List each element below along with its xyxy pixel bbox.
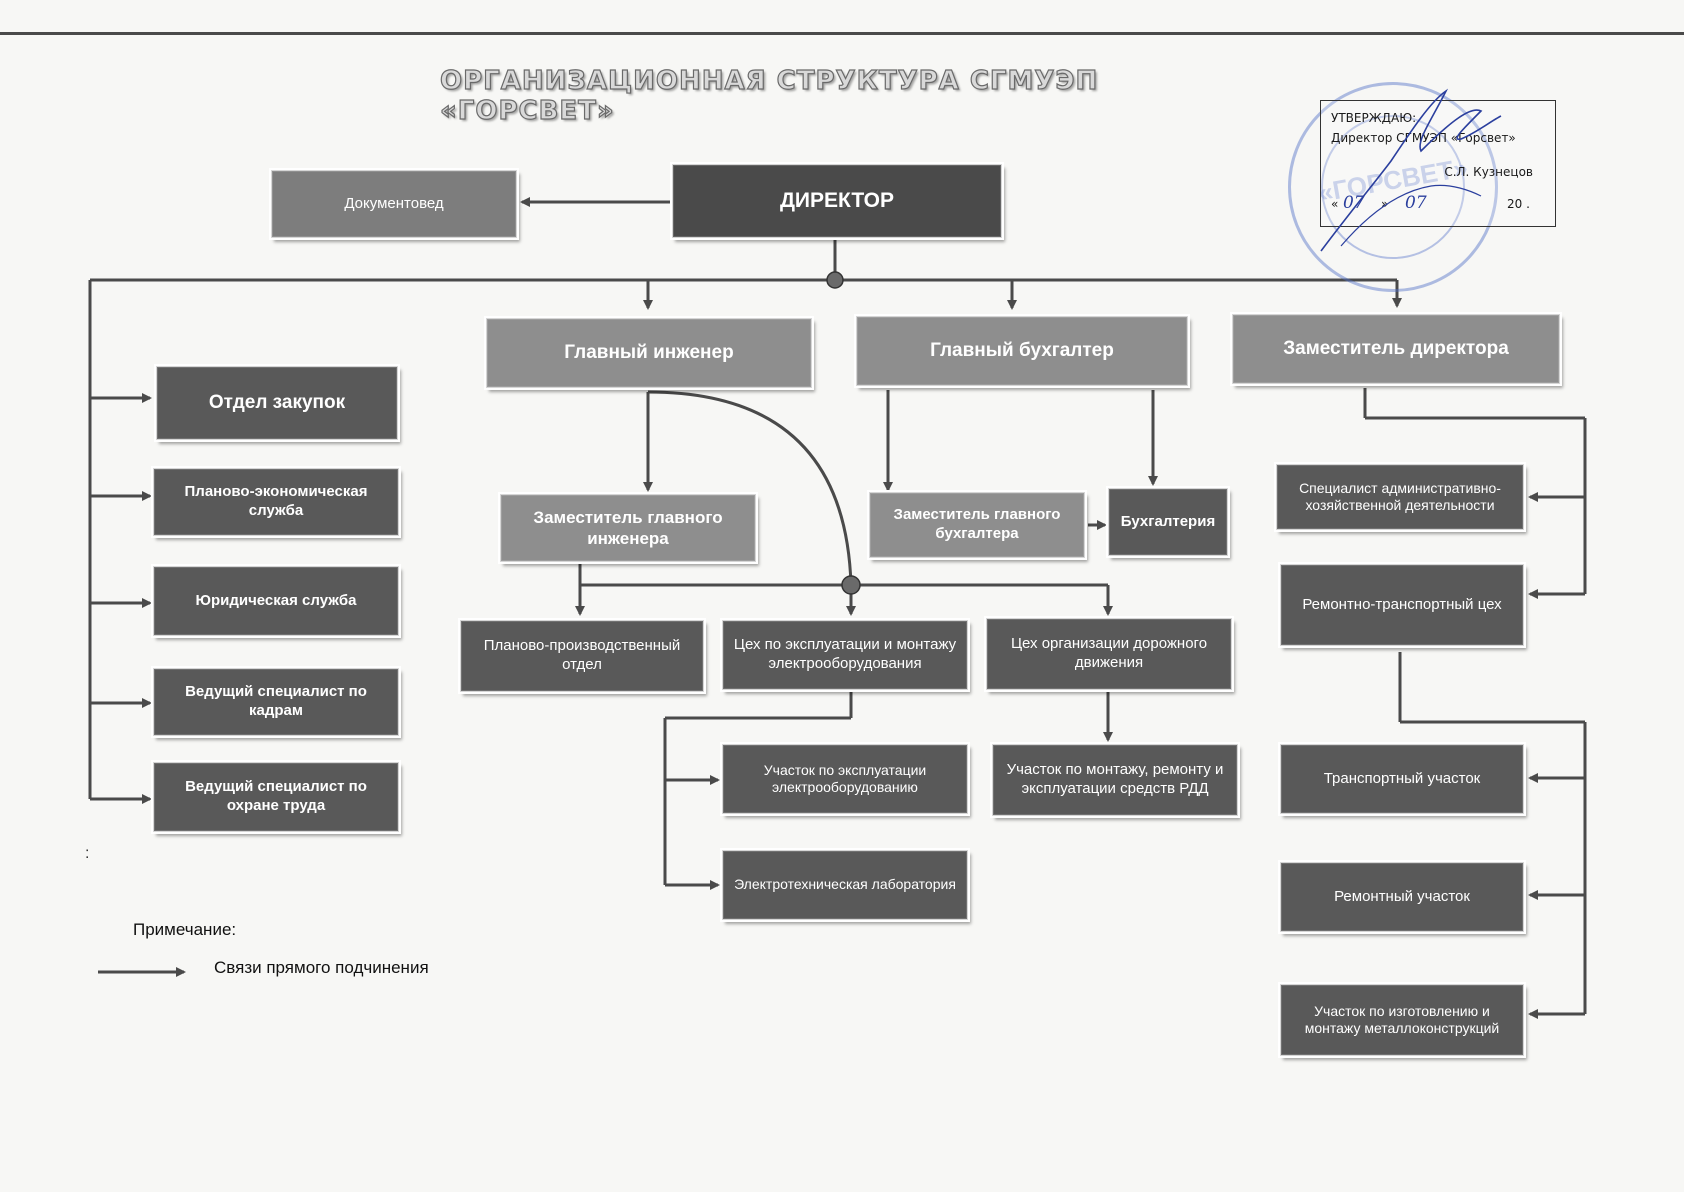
legend-text: Связи прямого подчинения	[214, 958, 429, 977]
top-rule	[0, 32, 1684, 35]
approval-block: УТВЕРЖДАЮ: Директор СГМУЭП «Горсвет» С.Л…	[1320, 88, 1556, 252]
stamp-inner-ring	[1321, 115, 1465, 259]
date-close-quote: »	[1381, 197, 1389, 211]
junction-main	[826, 271, 844, 289]
approval-line1: УТВЕРЖДАЮ:	[1331, 111, 1417, 125]
date-year: 20 .	[1507, 197, 1530, 211]
box-repair-section: Ремонтный участок	[1278, 860, 1526, 934]
edge-chief-engineer-curve	[647, 390, 853, 586]
stamp-seal: «ГОРСВЕТ»	[1288, 82, 1498, 292]
box-chief-engineer: Главный инженер	[484, 316, 814, 390]
box-labor-safety: Ведущий специалист по охране труда	[151, 760, 401, 834]
box-metal-section: Участок по изготовлению и монтажу металл…	[1278, 982, 1526, 1058]
box-procurement: Отдел закупок	[154, 364, 400, 442]
box-dokumentoved: Документовед	[269, 168, 519, 240]
box-legal: Юридическая служба	[151, 564, 401, 638]
box-accounting: Бухгалтерия	[1106, 486, 1230, 558]
signature-mark	[1320, 88, 1502, 252]
box-electrical-shop: Цех по эксплуатации и монтажу электрообо…	[720, 618, 970, 692]
box-deputy-chief-engineer: Заместитель главного инженера	[498, 492, 758, 564]
approval-signer: С.Л. Кузнецов	[1444, 165, 1533, 179]
box-planning-economic: Планово-экономическая служба	[151, 466, 401, 538]
stray-mark: :	[85, 845, 90, 862]
box-planning-production: Планово-производственный отдел	[458, 618, 706, 694]
box-traffic-shop: Цех организации дорожного движения	[984, 616, 1234, 692]
box-repair-transport-shop: Ремонтно-транспортный цех	[1278, 562, 1526, 648]
box-director: ДИРЕКТОР	[670, 162, 1004, 240]
page-title: ОРГАНИЗАЦИОННАЯ СТРУКТУРА СГМУЭП «ГОРСВЕ…	[439, 65, 1099, 126]
date-day: 07	[1343, 193, 1365, 213]
box-chief-accountant: Главный бухгалтер	[854, 314, 1190, 388]
box-hr: Ведущий специалист по кадрам	[151, 666, 401, 738]
box-electrical-section: Участок по эксплуатации электрооборудова…	[720, 742, 970, 816]
date-month: 07	[1405, 193, 1427, 213]
box-transport-section: Транспортный участок	[1278, 742, 1526, 816]
box-deputy-director: Заместитель директора	[1230, 312, 1562, 386]
box-deputy-chief-accountant: Заместитель главного бухгалтера	[867, 490, 1087, 560]
note-label: Примечание:	[133, 920, 237, 939]
box-electrotech-lab: Электротехническая лаборатория	[720, 848, 970, 922]
box-admin-specialist: Специалист административно-хозяйственной…	[1274, 462, 1526, 532]
box-traffic-section: Участок по монтажу, ремонту и эксплуатац…	[990, 742, 1240, 818]
date-open-quote: «	[1331, 197, 1339, 211]
junction-shops	[841, 575, 861, 595]
